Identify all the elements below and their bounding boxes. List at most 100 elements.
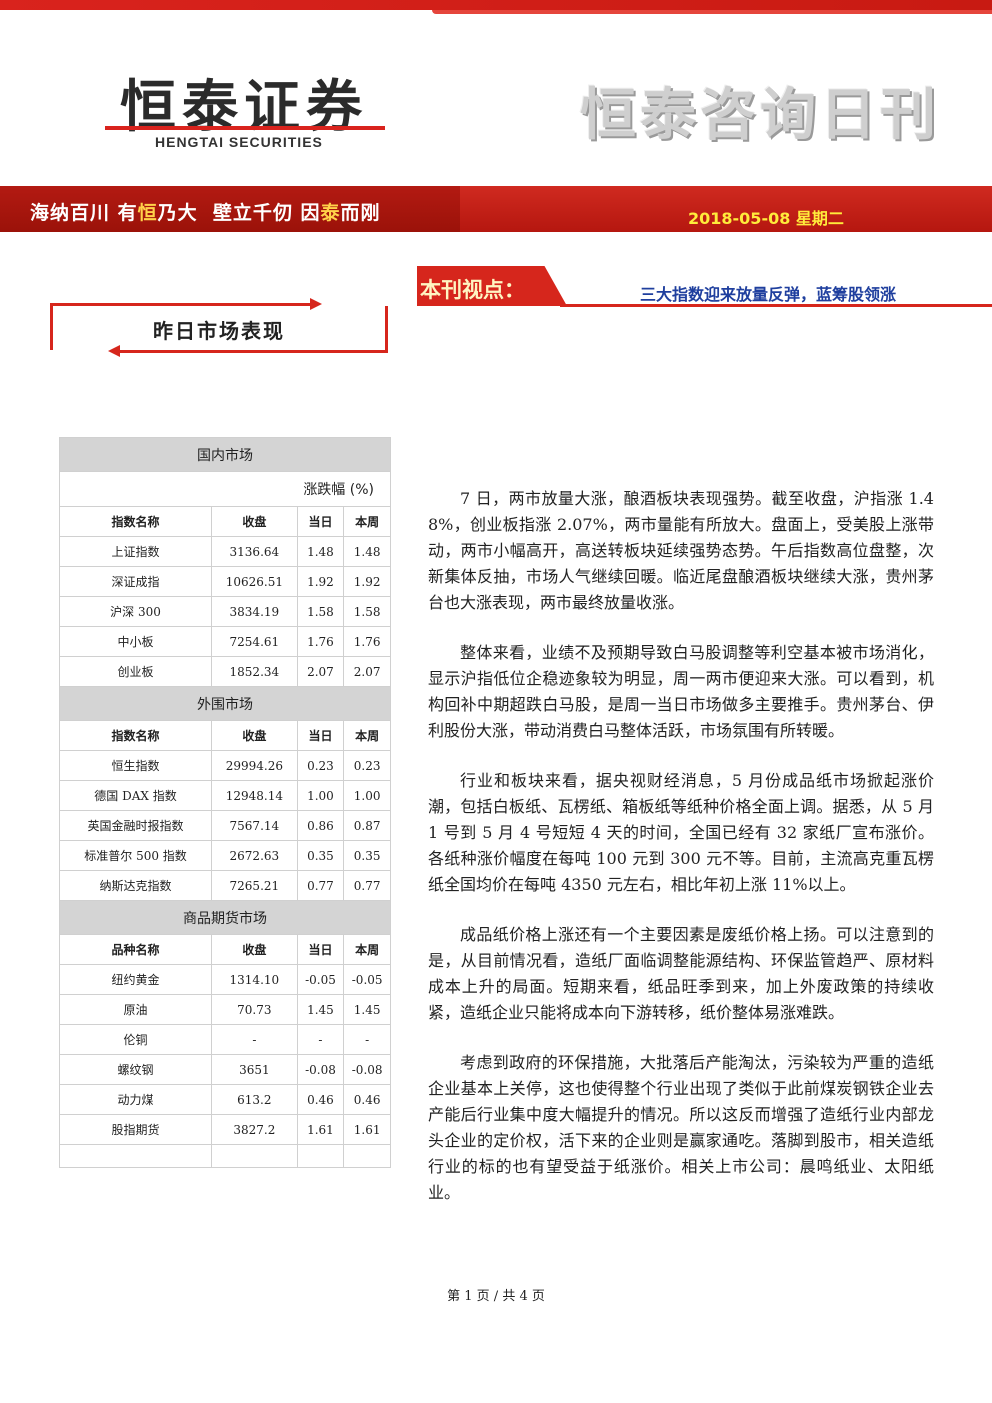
table-cell-name: 恒生指数 bbox=[58, 750, 213, 781]
table-cell-value: -0.08 bbox=[296, 1054, 345, 1085]
table-header-row: 指数名称收盘当日本周 bbox=[58, 720, 391, 751]
table-cell-value: 7567.14 bbox=[211, 810, 298, 841]
table-section-title: 商品期货市场 bbox=[59, 900, 391, 935]
table-cell-value: 1.45 bbox=[296, 994, 345, 1025]
table-cell-value: - bbox=[343, 1024, 391, 1055]
column-header: 当日 bbox=[296, 720, 345, 751]
table-cell-value: 0.46 bbox=[296, 1084, 345, 1115]
viewpoint-label: 本刊视点： bbox=[420, 278, 525, 302]
column-header: 本周 bbox=[343, 720, 391, 751]
article-paragraph: 成品纸价格上涨还有一个主要因素是废纸价格上扬。可以注意到的是，从目前情况看，造纸… bbox=[428, 925, 934, 1022]
issue-date: 2018-05-08 星期二 bbox=[688, 209, 844, 228]
slogan-banner-left bbox=[0, 186, 460, 232]
table-cell-name: 沪深 300 bbox=[58, 596, 213, 627]
table-cell-value: 10626.51 bbox=[211, 566, 298, 597]
table-cell-value: 3827.2 bbox=[211, 1114, 298, 1145]
table-cell-value: 1.58 bbox=[296, 596, 345, 627]
table-cell-value: 3834.19 bbox=[211, 596, 298, 627]
table-cell-name: 动力煤 bbox=[58, 1084, 213, 1115]
table-cell-value: 613.2 bbox=[211, 1084, 298, 1115]
table-cell-value: 2.07 bbox=[296, 656, 345, 687]
table-cell-value: - bbox=[211, 1024, 298, 1055]
table-cell-name: 股指期货 bbox=[58, 1114, 213, 1145]
table-cell-value: 3651 bbox=[211, 1054, 298, 1085]
table-cell-value: 1.61 bbox=[296, 1114, 345, 1145]
table-cell-value: -0.05 bbox=[343, 964, 391, 995]
table-cell-value: 0.87 bbox=[343, 810, 391, 841]
table-cell-value: 7265.21 bbox=[211, 870, 298, 901]
table-cell-name: 原油 bbox=[58, 994, 213, 1025]
table-cell-value: 0.23 bbox=[343, 750, 391, 781]
table-cell-value: 2672.63 bbox=[211, 840, 298, 871]
table-header-row: 指数名称收盘当日本周 bbox=[58, 506, 391, 537]
table-cell-value: 1.00 bbox=[296, 780, 345, 811]
column-header: 收盘 bbox=[211, 506, 298, 537]
table-cell-name: 深证成指 bbox=[58, 566, 213, 597]
table-cell-value: 1.48 bbox=[343, 536, 391, 567]
table-cell-value: 0.46 bbox=[343, 1084, 391, 1115]
page-footer: 第 1 页 / 共 4 页 bbox=[447, 1289, 545, 1304]
table-cell-name: 上证指数 bbox=[58, 536, 213, 567]
viewpoint-underline bbox=[560, 304, 992, 307]
table-cell-name: 标准普尔 500 指数 bbox=[58, 840, 213, 871]
slogan-part: 海纳百川 有 bbox=[30, 202, 138, 224]
column-header: 指数名称 bbox=[58, 506, 213, 537]
table-cell-value: - bbox=[296, 1024, 345, 1055]
table-row: 伦铜--- bbox=[58, 1024, 391, 1055]
table-cell-value: 7254.61 bbox=[211, 626, 298, 657]
article-paragraph: 行业和板块来看，据央视财经消息，5 月份成品纸市场掀起涨价潮，包括白板纸、瓦楞纸… bbox=[428, 771, 934, 894]
logo-underline bbox=[105, 126, 385, 130]
table-cell-value: 70.73 bbox=[211, 994, 298, 1025]
article-paragraph: 整体来看，业绩不及预期导致白马股调整等利空基本被市场消化，显示沪指低位企稳迹象较… bbox=[428, 643, 934, 740]
table-cell-value: 3136.64 bbox=[211, 536, 298, 567]
article-body: 7 日，两市放量大涨，酿酒板块表现强势。截至收盘，沪指涨 1.48%，创业板指涨… bbox=[428, 486, 934, 1230]
section-title: 昨日市场表现 bbox=[153, 319, 285, 343]
table-cell-value: 1.76 bbox=[296, 626, 345, 657]
table-cell-value: -0.05 bbox=[296, 964, 345, 995]
table-cell-value: 1.92 bbox=[343, 566, 391, 597]
table-cell-name: 伦铜 bbox=[58, 1024, 213, 1055]
arrow-left-icon bbox=[108, 345, 388, 357]
table-section-row: 国内市场 bbox=[59, 437, 391, 472]
table-cell-name: 中小板 bbox=[58, 626, 213, 657]
table-empty-cell bbox=[343, 1144, 391, 1168]
table-header-row: 品种名称收盘当日本周 bbox=[58, 934, 391, 965]
column-header: 本周 bbox=[343, 506, 391, 537]
table-cell-value: 1.00 bbox=[343, 780, 391, 811]
viewpoint-tag bbox=[417, 266, 567, 306]
article-paragraph: 7 日，两市放量大涨，酿酒板块表现强势。截至收盘，沪指涨 1.48%，创业板指涨… bbox=[428, 489, 934, 612]
slogan-text: 海纳百川 有恒乃大 壁立千仞 因泰而刚 bbox=[30, 198, 381, 225]
table-cell-value: 1314.10 bbox=[211, 964, 298, 995]
column-header: 收盘 bbox=[211, 934, 298, 965]
table-spacer-row bbox=[58, 1144, 391, 1168]
table-unit-row: 涨跌幅 (%) bbox=[59, 471, 391, 507]
table-cell-value: 29994.26 bbox=[211, 750, 298, 781]
table-unit-label: 涨跌幅 (%) bbox=[59, 471, 391, 507]
table-cell-value: 0.77 bbox=[343, 870, 391, 901]
table-empty-cell bbox=[296, 1144, 345, 1168]
table-cell-value: 12948.14 bbox=[211, 780, 298, 811]
table-section-row: 外围市场 bbox=[59, 686, 391, 721]
column-header: 品种名称 bbox=[58, 934, 213, 965]
table-cell-value: 0.77 bbox=[296, 870, 345, 901]
table-cell-value: -0.08 bbox=[343, 1054, 391, 1085]
viewpoint-headline: 三大指数迎来放量反弹，蓝筹股领涨 bbox=[640, 285, 897, 304]
column-header: 本周 bbox=[343, 934, 391, 965]
slogan-highlight: 泰 bbox=[320, 202, 341, 224]
table-cell-value: 1.45 bbox=[343, 994, 391, 1025]
table-section-title: 国内市场 bbox=[59, 437, 391, 472]
company-logo-english: HENGTAI SECURITIES bbox=[155, 134, 323, 150]
table-cell-name: 德国 DAX 指数 bbox=[58, 780, 213, 811]
table-cell-value: 1.48 bbox=[296, 536, 345, 567]
